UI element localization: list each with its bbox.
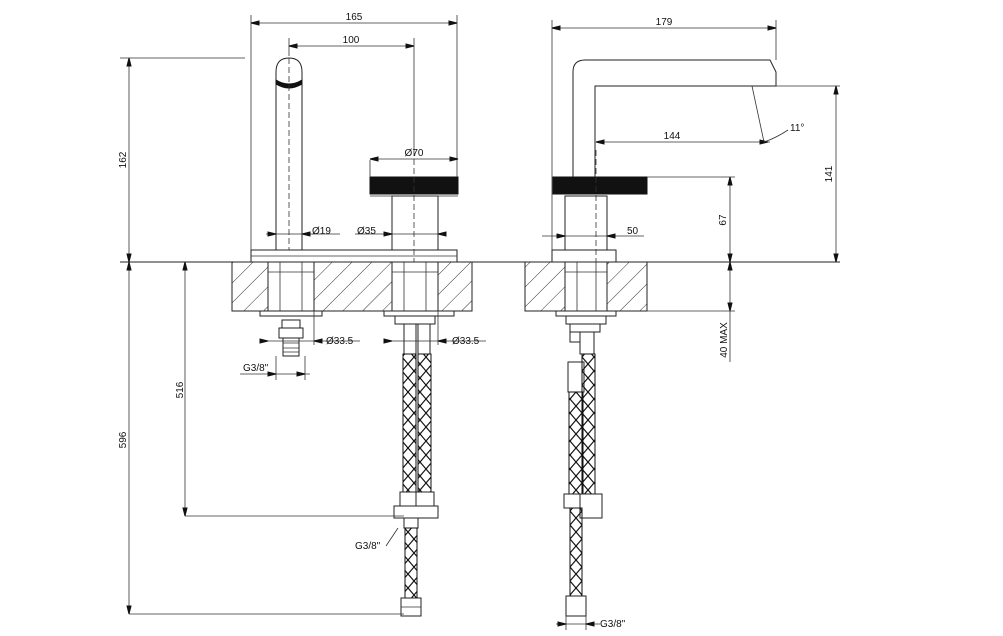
dim-100: 100 — [343, 35, 360, 46]
dim-d35: Ø35 — [357, 226, 376, 237]
dim-g38-hose: G3/8" — [355, 541, 381, 552]
dim-g38-left: G3/8" — [243, 363, 269, 374]
front-view: 165 100 162 Ø70 Ø19 Ø35 Ø — [118, 12, 840, 617]
side-spout — [572, 59, 777, 177]
dim-596: 596 — [118, 431, 129, 448]
dim-144: 144 — [664, 131, 681, 142]
dim-50: 50 — [627, 226, 639, 237]
dim-40max: 40 MAX — [719, 322, 730, 358]
dim-162: 162 — [118, 151, 129, 168]
dim-d33-right: Ø33.5 — [452, 336, 480, 347]
dim-11deg: 11° — [790, 123, 804, 134]
side-hose-right — [581, 353, 596, 495]
dim-d70: Ø70 — [405, 148, 424, 159]
side-hose-left — [568, 391, 584, 495]
front-handle-body — [391, 195, 439, 251]
dim-141: 141 — [824, 165, 835, 182]
front-hose-right — [417, 353, 432, 493]
dim-67: 67 — [718, 214, 729, 226]
front-hose-left — [402, 353, 417, 493]
dim-516: 516 — [175, 381, 186, 398]
dim-179: 179 — [656, 17, 673, 28]
dim-g38-side: G3/8" — [600, 619, 626, 630]
dim-d19: Ø19 — [312, 226, 331, 237]
dim-d33-left: Ø33.5 — [326, 336, 354, 347]
dim-165: 165 — [346, 12, 363, 23]
side-handle-knob — [552, 176, 648, 195]
side-view: 179 144 11° 141 67 50 40 MAX — [524, 17, 840, 630]
